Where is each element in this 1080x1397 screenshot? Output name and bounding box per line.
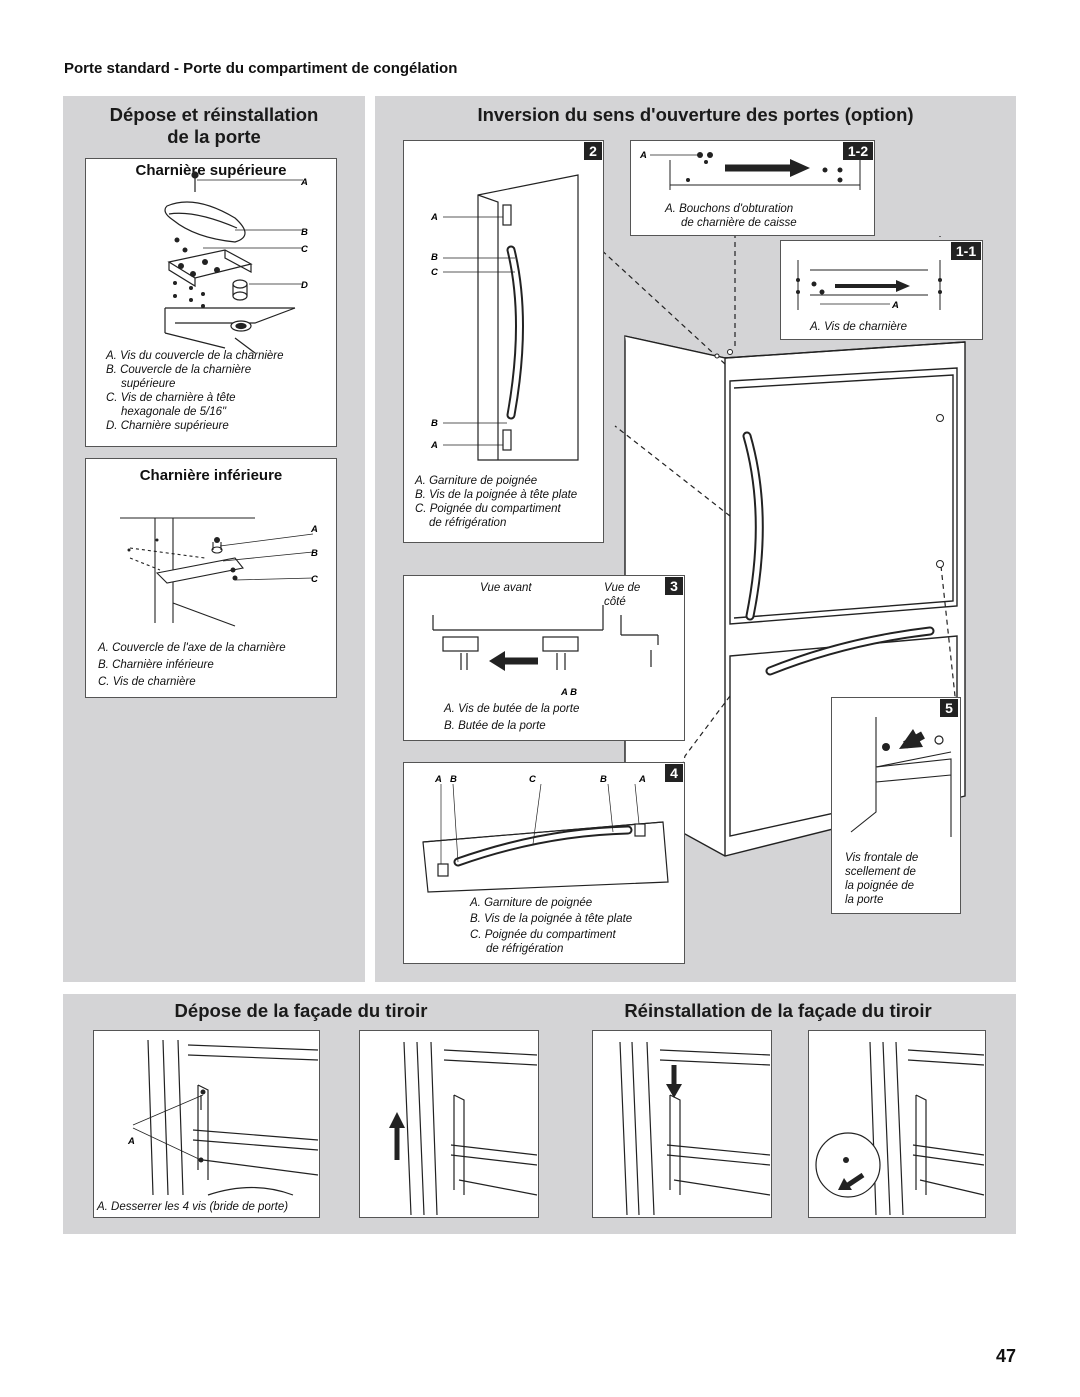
step-4-caption-row: de réfrigération <box>486 943 564 955</box>
step-4-illustration: A B C B A <box>422 774 669 893</box>
step-3-captions: A. Vis de butée de la porte B. Butée de … <box>444 702 679 733</box>
drawer-removal-step-2 <box>359 1030 539 1218</box>
upper-hinge-caption-row: hexagonale de 5/16" <box>121 406 227 418</box>
drawer-removal-step-2-illustration <box>389 1041 538 1216</box>
step-1-1-box <box>780 240 983 340</box>
step-5-caption-row: scellement de <box>845 866 916 878</box>
step-4-caption-row: C. Poignée du compartiment <box>470 929 616 941</box>
lower-hinge-letter-b: B <box>311 548 318 559</box>
section-header: Porte standard - Porte du compartiment d… <box>64 60 458 77</box>
upper-hinge-letter-c: C <box>301 244 308 255</box>
step-4-caption-row: A. Garniture de poignée <box>470 897 593 909</box>
step-3-side-view-label-1: Vue de <box>604 582 641 594</box>
step-1-1-badge: 1-1 <box>951 242 981 260</box>
step-2-captions: A. Garniture de poignée B. Vis de la poi… <box>415 474 603 530</box>
step-2-caption-row: C. Poignée du compartiment <box>415 503 561 515</box>
step-3-badge: 3 <box>665 577 683 595</box>
step-4-letter-b-left: B <box>450 774 457 785</box>
upper-hinge-letter-d: D <box>301 280 308 291</box>
step-2-caption-row: B. Vis de la poignée à tête plate <box>415 489 578 501</box>
step-1-2-caption-row: de charnière de caisse <box>681 217 797 229</box>
step-4-caption-row: B. Vis de la poignée à tête plate <box>470 913 633 925</box>
step-4-letter-a-right: A <box>638 774 646 785</box>
drawer-removal-step-1 <box>93 1030 320 1218</box>
step-4-captions: A. Garniture de poignée B. Vis de la poi… <box>470 896 682 956</box>
step-3-box <box>403 575 685 741</box>
lower-hinge-caption-row: B. Charnière inférieure <box>98 659 214 671</box>
step-2-caption-row: A. Garniture de poignée <box>415 475 538 487</box>
step-1-1-letter-a: A <box>891 300 899 311</box>
step-5-caption-row: Vis frontale de <box>845 852 919 864</box>
step-4-box <box>403 762 685 964</box>
upper-hinge-letter-b: B <box>301 227 308 238</box>
upper-hinge-captions: A. Vis du couvercle de la charnière B. C… <box>106 349 334 433</box>
drawer-reinstall-step-1-illustration <box>619 1041 771 1216</box>
lower-hinge-letter-a: A <box>310 524 318 535</box>
upper-hinge-illustration: A B C D <box>164 171 308 354</box>
step-5-box <box>831 697 961 914</box>
step-3-front-view-label: Vue avant <box>480 582 532 594</box>
lower-hinge-illustration: A B C <box>120 517 318 627</box>
drawer-removal-letter-a: A <box>127 1136 135 1147</box>
step-1-1-caption: A. Vis de charnière <box>810 321 907 333</box>
step-5-caption-row: la poignée de <box>845 880 915 892</box>
step-2-letter-a-top: A <box>430 212 438 223</box>
step-1-2-illustration: A <box>639 150 861 190</box>
step-2-letter-c: C <box>431 267 438 278</box>
lower-hinge-captions: A. Couvercle de l'axe de la charnière B.… <box>98 641 334 689</box>
step-3-caption-row: B. Butée de la porte <box>444 720 546 732</box>
step-2-illustration: A B C B A <box>430 174 579 461</box>
step-1-1-illustration: A <box>796 260 942 311</box>
step-1-2-letter-a: A <box>639 150 647 161</box>
lower-hinge-title: Charnière inférieure <box>139 467 283 484</box>
left-panel-title-line1: Dépose et réinstallation <box>109 104 319 125</box>
drawer-removal-caption: A. Desserrer les 4 vis (bride de porte) <box>97 1201 289 1213</box>
upper-hinge-caption-row: C. Vis de charnière à tête <box>106 392 236 404</box>
step-4-letter-c: C <box>529 774 536 785</box>
upper-hinge-caption-row: B. Couvercle de la charnière <box>106 364 252 376</box>
step-3-letters: A B <box>560 687 577 698</box>
step-1-2-captions: A. Bouchons d'obturation de charnière de… <box>665 202 870 230</box>
upper-hinge-title: Charnière supérieure <box>135 162 287 179</box>
step-3-side-view-label-2: côté <box>604 596 626 608</box>
drawer-reinstall-step-2-illustration <box>815 1041 985 1216</box>
step-2-letter-a-bottom: A <box>430 440 438 451</box>
step-1-2-caption-row: A. Bouchons d'obturation <box>665 203 794 215</box>
step-4-letter-a-left: A <box>434 774 442 785</box>
upper-hinge-caption-row: D. Charnière supérieure <box>106 420 229 432</box>
lower-hinge-caption-row: A. Couvercle de l'axe de la charnière <box>98 642 286 654</box>
step-5-caption-row: la porte <box>845 894 884 906</box>
upper-hinge-caption-row: A. Vis du couvercle de la charnière <box>106 350 284 362</box>
step-3-illustration: A B <box>432 605 659 698</box>
left-panel-title-line2: de la porte <box>167 126 261 147</box>
lower-hinge-caption-row: C. Vis de charnière <box>98 676 196 688</box>
step-1-2-badge: 1-2 <box>843 142 873 160</box>
bottom-title-right: Réinstallation de la façade du tiroir <box>624 1000 932 1021</box>
step-1-2-box <box>630 140 875 236</box>
step-2-letter-b-top: B <box>431 252 438 263</box>
drawer-removal-step-1-illustration: A <box>127 1039 319 1196</box>
step-4-badge: 4 <box>665 764 683 782</box>
step-5-illustration <box>850 717 952 837</box>
right-panel-title: Inversion du sens d'ouverture des portes… <box>477 104 914 125</box>
step-2-caption-row: de réfrigération <box>429 517 507 529</box>
step-4-letter-b-right: B <box>600 774 607 785</box>
step-2-badge: 2 <box>584 142 602 160</box>
step-3-caption-row: A. Vis de butée de la porte <box>444 703 580 715</box>
upper-hinge-letter-a: A <box>300 177 308 188</box>
lower-hinge-box <box>85 458 337 698</box>
step-5-captions: Vis frontale de scellement de la poignée… <box>845 851 957 907</box>
step-5-badge: 5 <box>940 699 958 717</box>
upper-hinge-caption-row: supérieure <box>121 378 176 390</box>
page-number: 47 <box>995 1346 1016 1366</box>
bottom-title-left: Dépose de la façade du tiroir <box>174 1000 428 1021</box>
step-2-letter-b-bottom: B <box>431 418 438 429</box>
lower-hinge-letter-c: C <box>311 574 318 585</box>
